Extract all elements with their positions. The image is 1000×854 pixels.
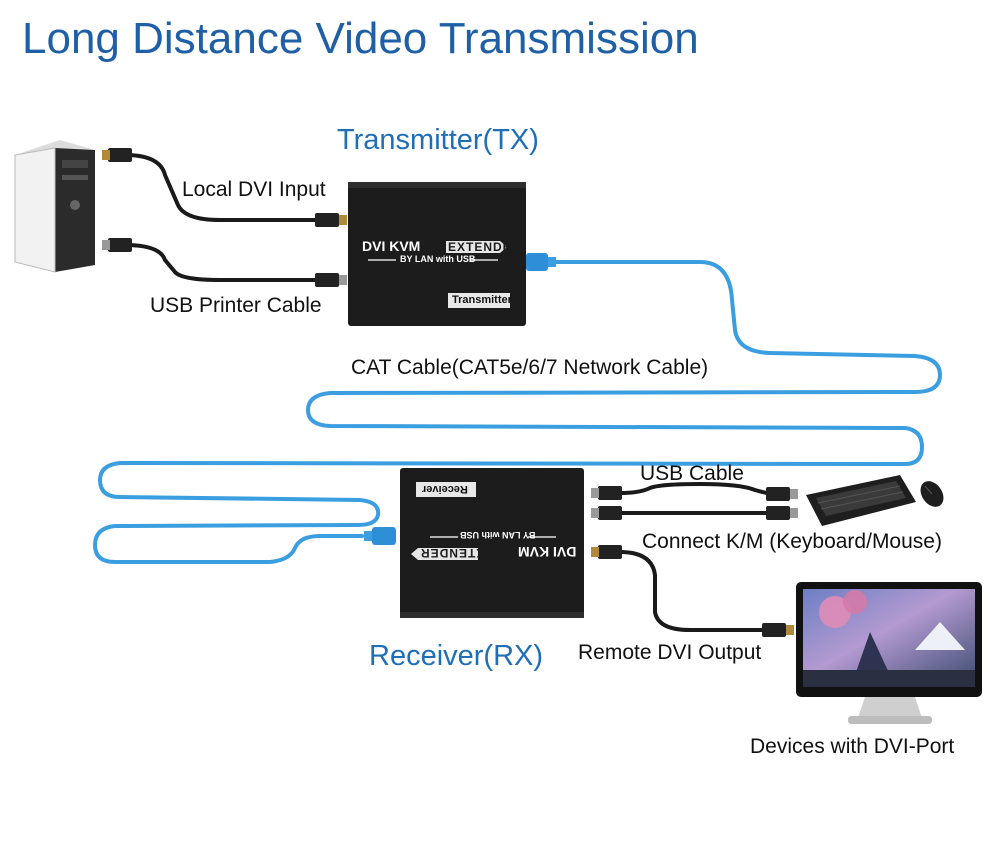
receiver-box [400,468,584,618]
rx-box-subline: BY LAN with USB [460,530,536,540]
keyboard-icon [806,475,916,526]
usb-cable-line-1 [619,481,771,496]
rx-box-tag: Receiver [422,483,468,495]
dvi-output-cable [619,550,765,632]
usb-printer-cable-line [124,243,325,282]
label-usb-cable: USB Cable [640,462,744,485]
label-usb-printer-cable: USB Printer Cable [150,294,322,317]
cable-plug-icon [591,486,798,637]
label-connect-km: Connect K/M (Keyboard/Mouse) [642,530,942,553]
label-local-dvi-input: Local DVI Input [182,178,326,201]
cable-plug-icon [102,148,347,287]
rx-box-product: DVI KVM [518,544,577,560]
pc-tower-icon [14,140,95,273]
dvi-input-cable [124,153,325,222]
tx-box-subline: BY LAN with USB [400,254,476,264]
label-cat-cable: CAT Cable(CAT5e/6/7 Network Cable) [351,356,709,379]
monitor-icon [796,582,982,724]
receiver-heading: Receiver(RX) [369,640,544,672]
label-devices-dvi-port: Devices with DVI-Port [750,735,955,758]
rj45-plug-tx [526,253,556,271]
network-cable [92,260,943,564]
tx-box-tag: Transmitter [452,294,512,306]
page-title: Long Distance Video Transmission [22,14,699,63]
rj45-plug-rx [364,527,396,545]
label-remote-dvi-output: Remote DVI Output [578,641,762,664]
transmitter-box [348,182,526,326]
transmitter-heading: Transmitter(TX) [337,124,539,156]
tx-box-product: DVI KVM [362,238,421,254]
tx-box-extender: EXTENDER [448,240,522,254]
mouse-icon [920,481,944,507]
rx-box-extender: EXTENDER [420,546,494,560]
